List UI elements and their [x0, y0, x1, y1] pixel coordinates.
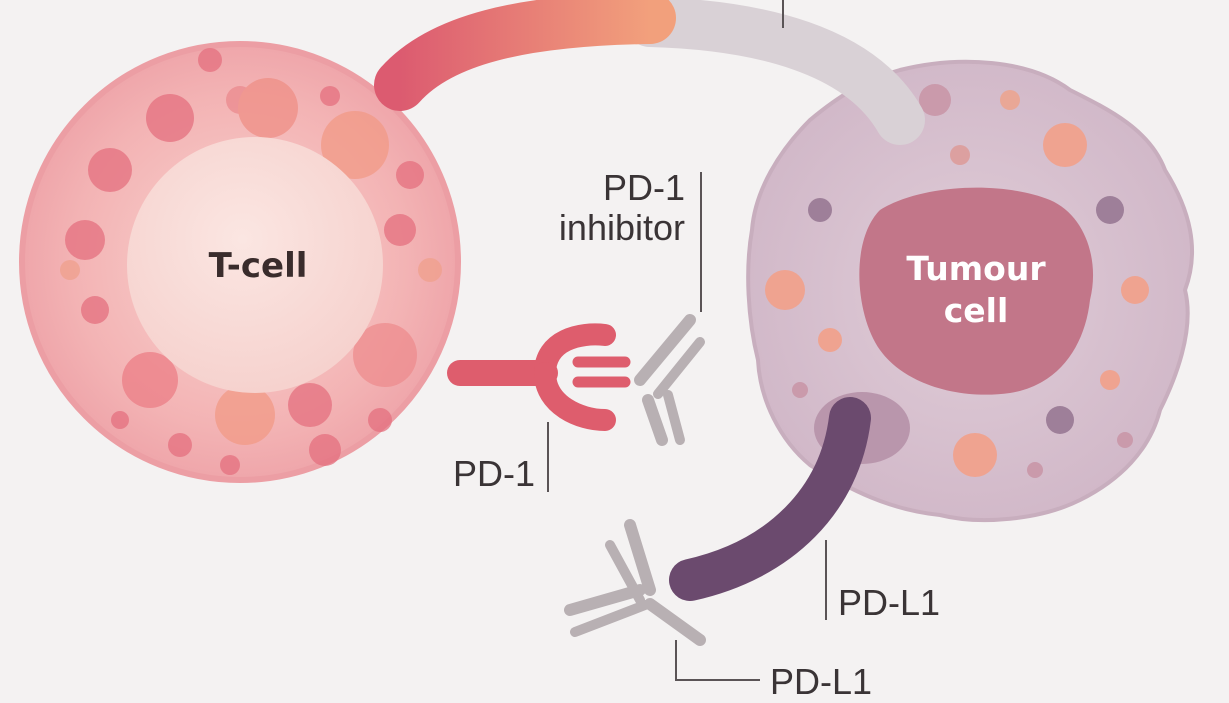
t-cell-nucleus [127, 137, 383, 393]
tumour-nucleus [859, 187, 1094, 395]
pdl1-inhibitor-label: PD-L1 [770, 661, 872, 702]
top-bridge [374, 0, 925, 145]
pdl1-receptor [669, 392, 910, 601]
pdl1-inhibitor-antibody [564, 519, 706, 646]
tumour-cell-label-line1: Tumour [906, 249, 1046, 288]
top-bridge-tumour-side [625, 0, 925, 145]
tumour-granules [765, 84, 1149, 478]
pd1-inhibitor-label-line2: inhibitor [559, 207, 685, 248]
pd1-label: PD-1 [453, 453, 535, 494]
leader-lines [547, 172, 827, 681]
pdl1-inhibitor-leader [675, 640, 760, 681]
pd1-receptor [447, 323, 631, 431]
pd1-inhibitor-label-line1: PD-1 [603, 167, 685, 208]
t-cell-label: T-cell [209, 246, 308, 286]
pd1-inhibitor-antibody [634, 314, 705, 446]
t-cell-granules [60, 48, 442, 475]
tumour-cell: Tumour cell [746, 59, 1195, 522]
tumour-cell-label-line2: cell [944, 291, 1009, 330]
pdl1-receptor-label: PD-L1 [838, 582, 940, 623]
t-cell: T-cell [19, 41, 461, 483]
top-bridge-tcell-side [374, 0, 676, 111]
